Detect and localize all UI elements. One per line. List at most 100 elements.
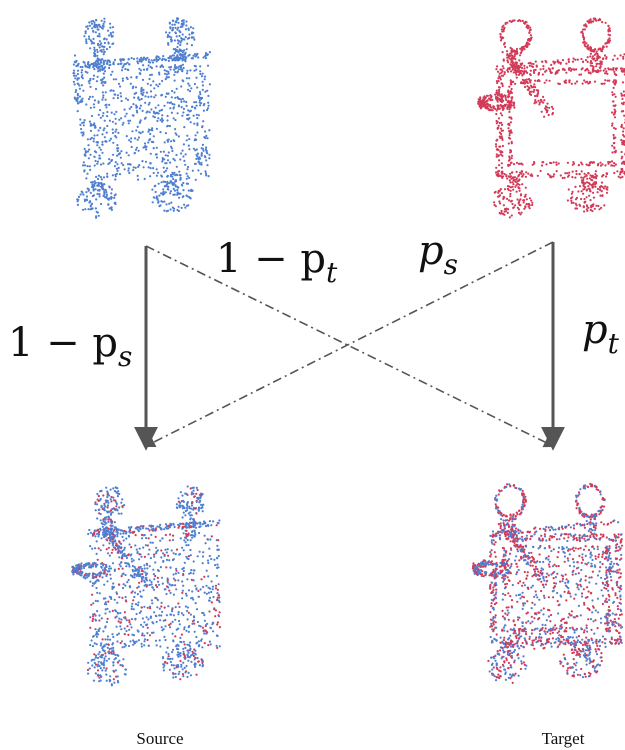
- point: [503, 71, 506, 74]
- point: [515, 73, 518, 76]
- point: [508, 110, 511, 113]
- point: [81, 191, 84, 194]
- point: [115, 591, 118, 594]
- point: [116, 633, 119, 637]
- point: [96, 591, 99, 594]
- point: [94, 188, 97, 191]
- point: [123, 168, 126, 171]
- point: [185, 172, 188, 175]
- point: [211, 585, 215, 588]
- point: [96, 610, 99, 613]
- point: [550, 71, 553, 74]
- point: [186, 538, 189, 542]
- point: [510, 64, 514, 67]
- point: [127, 119, 130, 122]
- point: [583, 210, 586, 213]
- point: [195, 587, 198, 590]
- point: [167, 151, 170, 154]
- point: [212, 595, 215, 599]
- point: [517, 162, 521, 165]
- point: [181, 24, 184, 27]
- point: [178, 29, 181, 33]
- point: [123, 108, 126, 111]
- point: [136, 60, 139, 63]
- point: [218, 596, 221, 599]
- point: [99, 519, 102, 522]
- point: [98, 614, 101, 617]
- point: [184, 58, 187, 61]
- point: [499, 127, 503, 130]
- point: [502, 639, 505, 642]
- point: [174, 672, 177, 675]
- point: [517, 175, 520, 178]
- point: [100, 181, 103, 185]
- point: [506, 53, 509, 56]
- point: [96, 656, 100, 660]
- point: [182, 650, 185, 653]
- point: [184, 514, 187, 517]
- point: [494, 621, 497, 624]
- point: [550, 175, 553, 178]
- point: [613, 111, 616, 114]
- point: [81, 65, 84, 69]
- point: [143, 555, 146, 559]
- point: [137, 62, 140, 65]
- point: [591, 209, 594, 213]
- point: [545, 79, 548, 82]
- point: [95, 579, 98, 582]
- point: [163, 185, 166, 188]
- point: [87, 532, 90, 536]
- point: [169, 68, 172, 71]
- point: [142, 68, 146, 71]
- point: [121, 529, 124, 533]
- point: [586, 177, 589, 180]
- target-point-cloud: [477, 17, 625, 219]
- point: [613, 164, 616, 167]
- point: [502, 67, 505, 70]
- point: [137, 165, 140, 168]
- point: [178, 34, 181, 38]
- point: [140, 555, 143, 558]
- point: [103, 67, 106, 70]
- point: [208, 599, 211, 602]
- point: [93, 21, 96, 24]
- point: [108, 103, 111, 106]
- point: [523, 207, 526, 210]
- point: [120, 542, 123, 546]
- point: [197, 114, 200, 117]
- point: [506, 56, 509, 59]
- point: [128, 63, 131, 66]
- point: [496, 100, 499, 103]
- point: [198, 90, 202, 94]
- point: [111, 527, 114, 530]
- point: [521, 175, 524, 178]
- point: [591, 68, 595, 71]
- point: [155, 620, 158, 624]
- point: [172, 117, 175, 120]
- point: [96, 177, 100, 181]
- point: [187, 659, 190, 662]
- point: [619, 541, 622, 544]
- point: [186, 606, 189, 609]
- point: [537, 89, 540, 93]
- point: [158, 639, 161, 642]
- point: [599, 189, 602, 192]
- point: [612, 133, 615, 137]
- point: [178, 619, 181, 623]
- point: [154, 596, 157, 599]
- point: [205, 146, 208, 149]
- point: [161, 657, 165, 660]
- point: [184, 592, 188, 595]
- point: [133, 641, 136, 644]
- point: [582, 60, 585, 64]
- point: [182, 499, 185, 502]
- point: [492, 608, 495, 611]
- point: [604, 67, 607, 70]
- point: [519, 81, 523, 85]
- point: [106, 570, 109, 573]
- point: [112, 652, 115, 656]
- point: [206, 89, 209, 92]
- point: [88, 165, 91, 168]
- point: [581, 31, 584, 34]
- point: [185, 492, 188, 495]
